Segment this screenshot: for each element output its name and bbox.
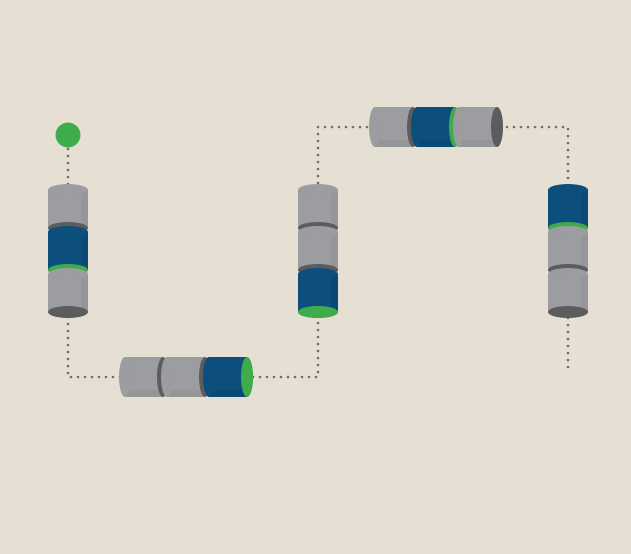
- cylinder-body: [119, 357, 169, 397]
- cylinder-body: [369, 107, 419, 147]
- cylinder-bottom-end: [298, 306, 338, 318]
- cylinder-top-cap: [298, 269, 338, 279]
- cylinder-shade: [331, 190, 338, 228]
- cylinder-top-cap: [548, 269, 588, 279]
- cylinder-left-cap: [162, 357, 172, 397]
- cylinder-body: [411, 107, 461, 147]
- segment-2-horizontal: [119, 357, 253, 397]
- cylinder-shade: [81, 190, 88, 228]
- cylinder-right-end: [491, 107, 503, 147]
- cylinder-body: [453, 107, 503, 147]
- cylinder-left-cap: [370, 107, 380, 147]
- segment-3-vertical: [298, 184, 338, 318]
- cylinder-top-cap: [48, 269, 88, 279]
- cylinder-left-cap: [412, 107, 422, 147]
- cylinder-top-cap: [298, 227, 338, 237]
- cylinder-shade: [209, 390, 247, 397]
- cylinder-body: [548, 268, 588, 318]
- cylinder-body: [48, 184, 88, 234]
- cylinder-body: [298, 268, 338, 318]
- cylinder-top-cap: [548, 185, 588, 195]
- cylinder-body: [298, 184, 338, 234]
- cylinder-bottom-end: [48, 306, 88, 318]
- cylinder-shade: [581, 232, 588, 270]
- cylinder-shade: [581, 190, 588, 228]
- cylinder-top-cap: [548, 227, 588, 237]
- cylinder-top-cap: [298, 185, 338, 195]
- cylinder-left-cap: [204, 357, 214, 397]
- cylinder-left-cap: [454, 107, 464, 147]
- cylinder-shade: [331, 274, 338, 312]
- segment-5-vertical: [548, 184, 588, 318]
- cylinder-gray: [548, 268, 588, 318]
- cylinder-shade: [417, 140, 455, 147]
- cylinder-shade: [581, 274, 588, 312]
- cylinder-bottom-end: [548, 306, 588, 318]
- cylinder-shade: [459, 140, 497, 147]
- cylinder-shade: [375, 140, 413, 147]
- cylinder-left-cap: [120, 357, 130, 397]
- cylinder-shade: [125, 390, 163, 397]
- cylinder-shade: [167, 390, 205, 397]
- cylinder-shade: [331, 232, 338, 270]
- cylinder-body: [298, 226, 338, 276]
- cylinder-top-cap: [48, 185, 88, 195]
- cylinder-blue: [203, 357, 253, 397]
- segment-4-horizontal: [369, 107, 503, 147]
- segment-1-vertical: [48, 184, 88, 318]
- cylinder-gray: [548, 226, 588, 276]
- cylinder-gray: [298, 184, 338, 234]
- cylinder-body: [48, 268, 88, 318]
- cylinder-shade: [81, 232, 88, 270]
- cylinder-shade: [81, 274, 88, 312]
- cylinder-body: [548, 184, 588, 234]
- cylinder-gray: [453, 107, 503, 147]
- cylinder-body: [203, 357, 253, 397]
- cylinder-right-end: [241, 357, 253, 397]
- cylinder-body: [48, 226, 88, 276]
- cylinder-blue: [298, 268, 338, 318]
- cylinder-top-cap: [48, 227, 88, 237]
- cylinder-gray: [48, 268, 88, 318]
- start-node-icon: [55, 122, 81, 148]
- cylinder-body: [548, 226, 588, 276]
- cylinder-body: [161, 357, 211, 397]
